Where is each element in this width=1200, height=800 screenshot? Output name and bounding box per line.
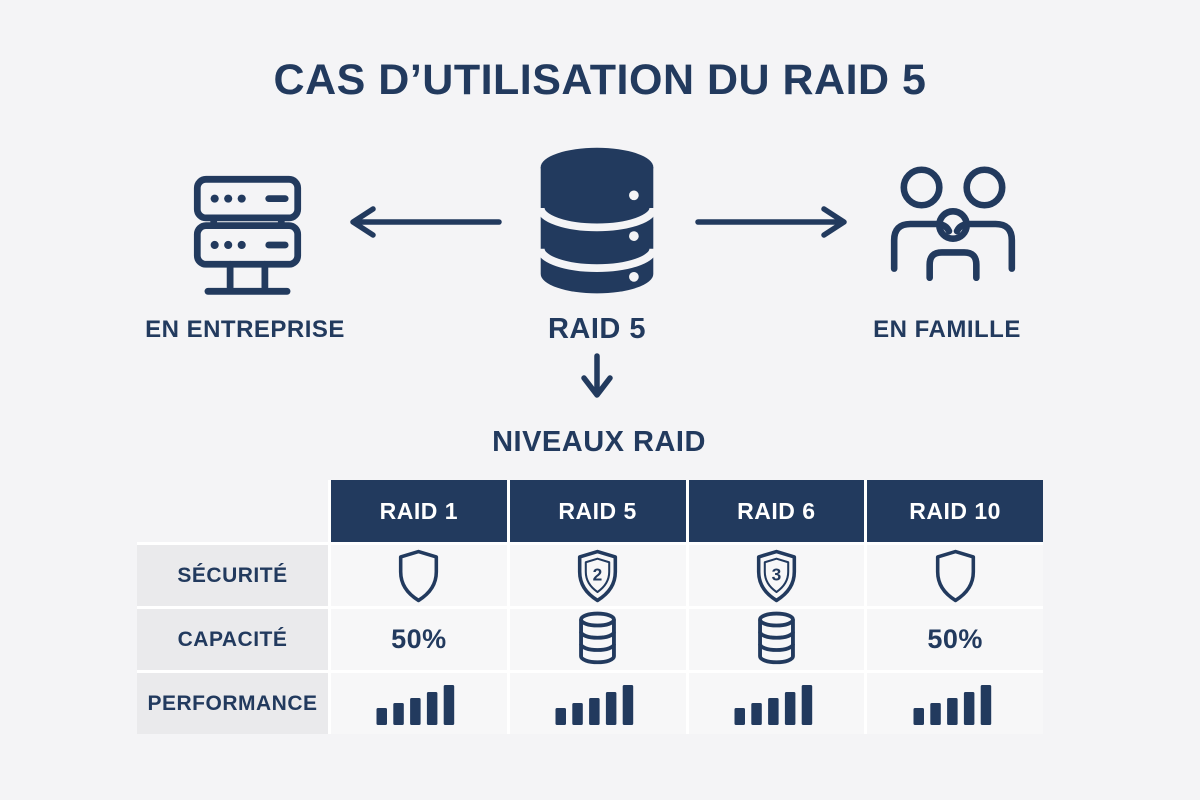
shield-2-icon: 2 xyxy=(578,549,618,602)
capacity-value: 50% xyxy=(391,624,447,654)
database-icon xyxy=(536,147,658,294)
table-corner-cell xyxy=(137,480,328,542)
bar-chart-icon xyxy=(734,684,813,725)
database-outline-icon xyxy=(758,611,795,665)
shield-3-icon: 3 xyxy=(756,549,796,602)
page-title: CAS D’UTILISATION DU RAID 5 xyxy=(273,56,927,104)
security-raid5-cell: 2 xyxy=(509,545,686,606)
down-arrow-icon xyxy=(581,353,613,398)
security-raid1-cell xyxy=(331,545,507,606)
column-header-raid1: RAID 1 xyxy=(331,480,507,542)
bar-chart-icon xyxy=(555,684,634,725)
performance-raid6-cell xyxy=(688,673,865,734)
performance-raid10-cell xyxy=(867,673,1043,734)
bar-chart-icon xyxy=(376,684,455,725)
left-arrow-icon xyxy=(350,206,502,238)
bar-chart-icon xyxy=(913,684,991,725)
enterprise-label: EN ENTREPRISE xyxy=(145,316,345,343)
family-icon xyxy=(890,166,1016,282)
row-label-security: SÉCURITÉ xyxy=(137,545,328,606)
column-header-raid5: RAID 5 xyxy=(509,480,686,542)
row-label-performance: PERFORMANCE xyxy=(137,673,328,734)
capacity-value: 50% xyxy=(927,624,983,654)
capacity-raid6-cell xyxy=(688,609,865,670)
capacity-raid5-cell xyxy=(509,609,686,670)
database-outline-icon xyxy=(579,611,616,665)
raid-levels-table: RAID 1 RAID 5 RAID 6 RAID 10 SÉCURITÉ 2 … xyxy=(137,480,1043,734)
shield-icon xyxy=(399,549,439,602)
security-raid10-cell xyxy=(867,545,1043,606)
server-rack-icon xyxy=(193,175,302,295)
security-raid6-cell: 3 xyxy=(688,545,865,606)
family-label: EN FAMILLE xyxy=(873,316,1021,343)
shield-level-number: 2 xyxy=(593,564,603,584)
performance-raid1-cell xyxy=(331,673,507,734)
column-header-raid6: RAID 6 xyxy=(688,480,865,542)
row-label-capacity: CAPACITÉ xyxy=(137,609,328,670)
capacity-raid10-cell: 50% xyxy=(867,609,1043,670)
raid5-label: RAID 5 xyxy=(547,313,647,345)
shield-icon xyxy=(935,549,975,602)
capacity-raid1-cell: 50% xyxy=(331,609,507,670)
performance-raid5-cell xyxy=(509,673,686,734)
right-arrow-icon xyxy=(695,206,847,238)
shield-level-number: 3 xyxy=(772,564,782,584)
raid-levels-heading: NIVEAUX RAID xyxy=(492,426,706,458)
column-header-raid10: RAID 10 xyxy=(867,480,1043,542)
